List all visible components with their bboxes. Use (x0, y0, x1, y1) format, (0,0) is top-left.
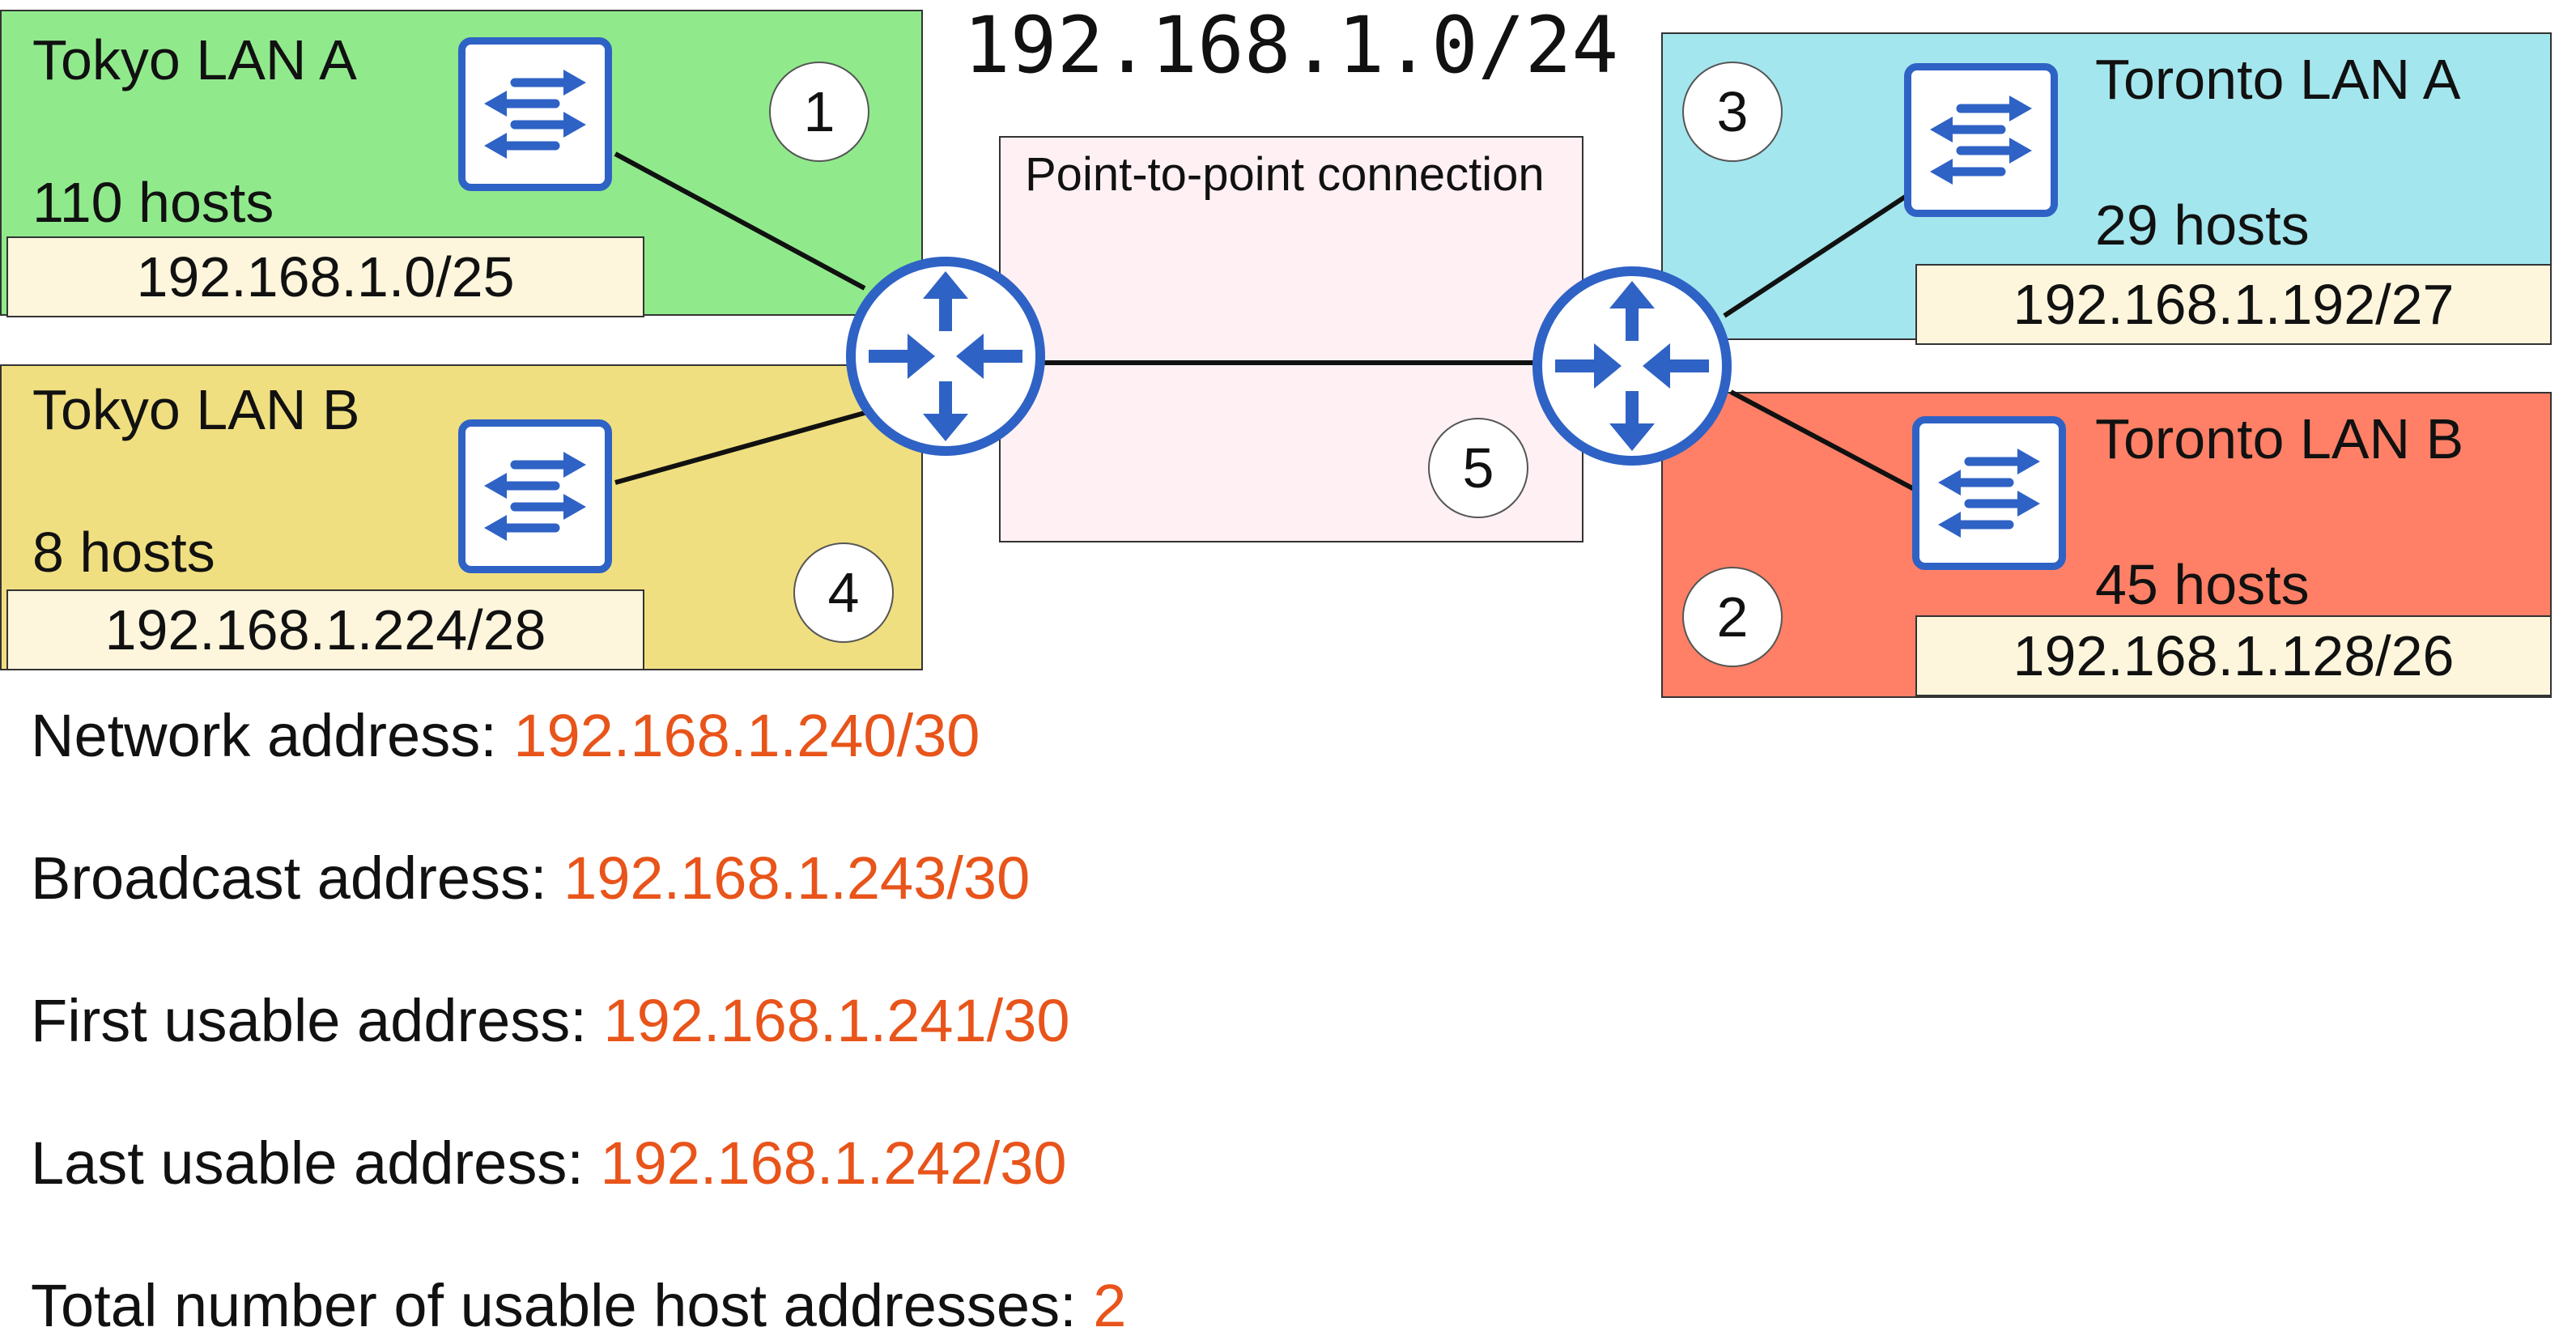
switch-tokyo-b[interactable] (458, 419, 612, 573)
subnet-toronto-b: 192.168.1.128/26 (1915, 615, 2552, 696)
host-count: 8 hosts (32, 521, 215, 584)
subnet-tokyo-b: 192.168.1.224/28 (6, 589, 644, 670)
router-toronto[interactable] (1531, 265, 1733, 467)
subnet-tokyo-a: 192.168.1.0/25 (6, 236, 644, 317)
first-usable-label: First usable address: (31, 987, 604, 1054)
badge-point-to-point: 5 (1428, 418, 1528, 518)
badge-tokyo-a: 1 (769, 62, 869, 162)
switch-icon (1930, 96, 2032, 185)
last-usable-value: 192.168.1.242/30 (600, 1129, 1067, 1197)
broadcast-address-label: Broadcast address: (31, 844, 564, 912)
switch-toronto-a[interactable] (1904, 63, 2058, 217)
network-address-line: Network address: 192.168.1.240/30 (31, 701, 980, 770)
switch-icon (1938, 449, 2040, 538)
last-usable-line: Last usable address: 192.168.1.242/30 (31, 1129, 1067, 1197)
host-count: 110 hosts (32, 171, 274, 234)
network-address-value: 192.168.1.240/30 (513, 702, 980, 769)
switch-icon (484, 70, 586, 159)
router-icon (846, 257, 1045, 456)
badge-toronto-b: 2 (1682, 567, 1783, 667)
link-toronto-a (1723, 192, 1911, 318)
connection-lines (614, 151, 1919, 493)
lan-name: Toronto LAN A (2095, 48, 2461, 111)
switch-toronto-b[interactable] (1912, 416, 2066, 570)
host-count: 45 hosts (2095, 553, 2310, 616)
first-usable-value: 192.168.1.241/30 (603, 987, 1070, 1054)
switch-icon (484, 452, 586, 541)
router-icon (1532, 266, 1732, 466)
host-count: 29 hosts (2095, 194, 2310, 257)
total-usable-line: Total number of usable host addresses: 2 (31, 1271, 1126, 1340)
subnet-toronto-a: 192.168.1.192/27 (1915, 264, 2552, 345)
switch-tokyo-a[interactable] (458, 37, 612, 191)
lan-name: Tokyo LAN B (32, 378, 360, 441)
broadcast-address-value: 192.168.1.243/30 (563, 844, 1031, 912)
lan-name: Tokyo LAN A (32, 28, 357, 91)
badge-tokyo-b: 4 (793, 542, 894, 643)
link-tokyo-a (614, 151, 866, 291)
network-address-label: Network address: (31, 702, 514, 769)
total-usable-value: 2 (1093, 1272, 1127, 1339)
link-toronto-b (1729, 389, 1919, 493)
diagram-title: 192.168.1.0/24 (963, 0, 1619, 91)
router-tokyo[interactable] (844, 255, 1047, 457)
broadcast-address-line: Broadcast address: 192.168.1.243/30 (31, 844, 1030, 912)
link-tokyo-b (614, 411, 865, 485)
total-usable-label: Total number of usable host addresses: (31, 1272, 1094, 1339)
first-usable-line: First usable address: 192.168.1.241/30 (31, 986, 1070, 1055)
badge-toronto-a: 3 (1682, 62, 1783, 162)
point-to-point-label: Point-to-point connection (1025, 148, 1545, 201)
last-usable-label: Last usable address: (31, 1129, 601, 1197)
lan-name: Toronto LAN B (2095, 407, 2464, 470)
